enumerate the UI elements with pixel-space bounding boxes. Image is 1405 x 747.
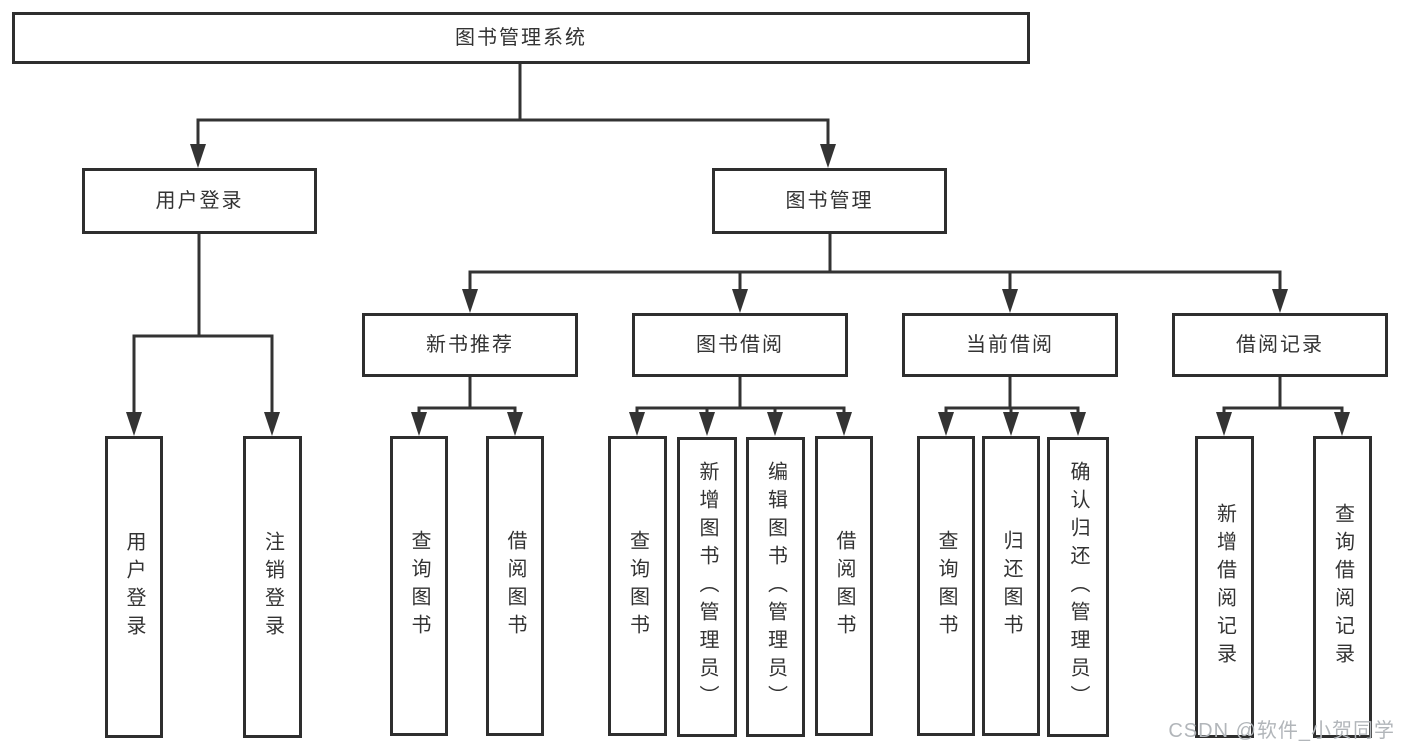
node-borrow-records: 借阅记录 (1172, 313, 1388, 377)
leaf-user-login: 用户登录 (105, 436, 163, 738)
node-root-system-label: 图书管理系统 (455, 27, 587, 49)
leaf-query-borrow-record-label: 查询借阅记录 (1331, 503, 1354, 671)
leaf-query-borrow-record: 查询借阅记录 (1313, 436, 1372, 738)
leaf-add-books-admin: 新增图书（管理员） (677, 437, 737, 737)
leaf-add-borrow-record-label: 新增借阅记录 (1213, 503, 1236, 671)
leaf-user-login-label: 用户登录 (123, 531, 145, 643)
leaf-confirm-return-admin: 确认归还（管理员） (1047, 437, 1109, 737)
node-root-system: 图书管理系统 (12, 12, 1030, 64)
leaf-add-books-admin-label: 新增图书（管理员） (696, 461, 718, 713)
node-book-management-label: 图书管理 (785, 190, 874, 212)
leaf-borrow-books-recommend: 借阅图书 (486, 436, 544, 736)
leaf-query-books-recommend: 查询图书 (390, 436, 448, 736)
node-new-book-recommend-label: 新书推荐 (426, 334, 514, 356)
leaf-return-books-label: 归还图书 (1000, 530, 1022, 642)
leaf-edit-books-admin: 编辑图书（管理员） (746, 437, 805, 737)
leaf-add-borrow-record: 新增借阅记录 (1195, 436, 1254, 738)
leaf-query-books-borrow-label: 查询图书 (626, 530, 649, 642)
leaf-logout-label: 注销登录 (261, 531, 284, 643)
leaf-confirm-return-admin-label: 确认归还（管理员） (1067, 461, 1089, 713)
node-user-login-label: 用户登录 (155, 190, 244, 212)
node-current-borrow-label: 当前借阅 (966, 334, 1054, 356)
leaf-edit-books-admin-label: 编辑图书（管理员） (764, 461, 787, 713)
leaf-borrow-books-label: 借阅图书 (833, 530, 855, 642)
node-book-management: 图书管理 (712, 168, 947, 234)
arrowheads (126, 144, 1350, 436)
node-borrow-records-label: 借阅记录 (1236, 334, 1324, 356)
csdn-watermark: CSDN @软件_小贺同学 (1168, 720, 1395, 742)
leaf-borrow-books-recommend-label: 借阅图书 (504, 530, 526, 642)
leaf-borrow-books: 借阅图书 (815, 436, 873, 736)
node-user-login: 用户登录 (82, 168, 317, 234)
node-book-borrow: 图书借阅 (632, 313, 848, 377)
node-new-book-recommend: 新书推荐 (362, 313, 578, 377)
leaf-query-books-current: 查询图书 (917, 436, 975, 736)
leaf-logout: 注销登录 (243, 436, 302, 738)
leaf-query-books-borrow: 查询图书 (608, 436, 667, 736)
leaf-query-books-recommend-label: 查询图书 (408, 530, 430, 642)
node-current-borrow: 当前借阅 (902, 313, 1118, 377)
leaf-return-books: 归还图书 (982, 436, 1040, 736)
leaf-query-books-current-label: 查询图书 (935, 530, 957, 642)
node-book-borrow-label: 图书借阅 (696, 334, 784, 356)
